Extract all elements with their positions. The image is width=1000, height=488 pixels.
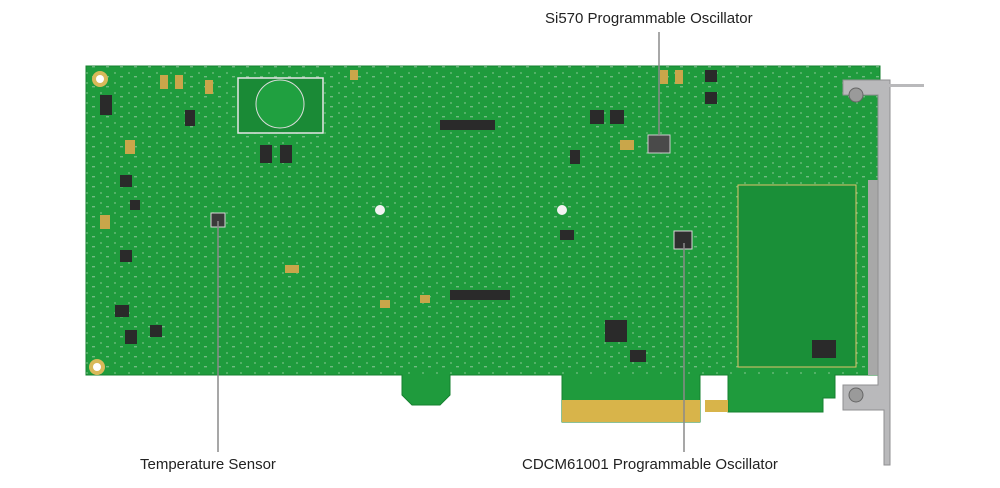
pcie-edge-connector <box>562 400 728 422</box>
ic-components <box>100 70 717 362</box>
cdcm61001-label: CDCM61001 Programmable Oscillator <box>522 456 778 473</box>
si570-label: Si570 Programmable Oscillator <box>545 10 753 27</box>
battery-holder <box>237 77 324 134</box>
cdcm61001-chip <box>673 230 693 250</box>
pci-bracket <box>842 79 924 466</box>
passive-components <box>100 70 683 308</box>
temperature-sensor-label: Temperature Sensor <box>140 456 276 473</box>
si570-oscillator-chip <box>647 134 671 154</box>
optical-port-area <box>737 180 878 375</box>
mounting-holes <box>89 71 567 375</box>
